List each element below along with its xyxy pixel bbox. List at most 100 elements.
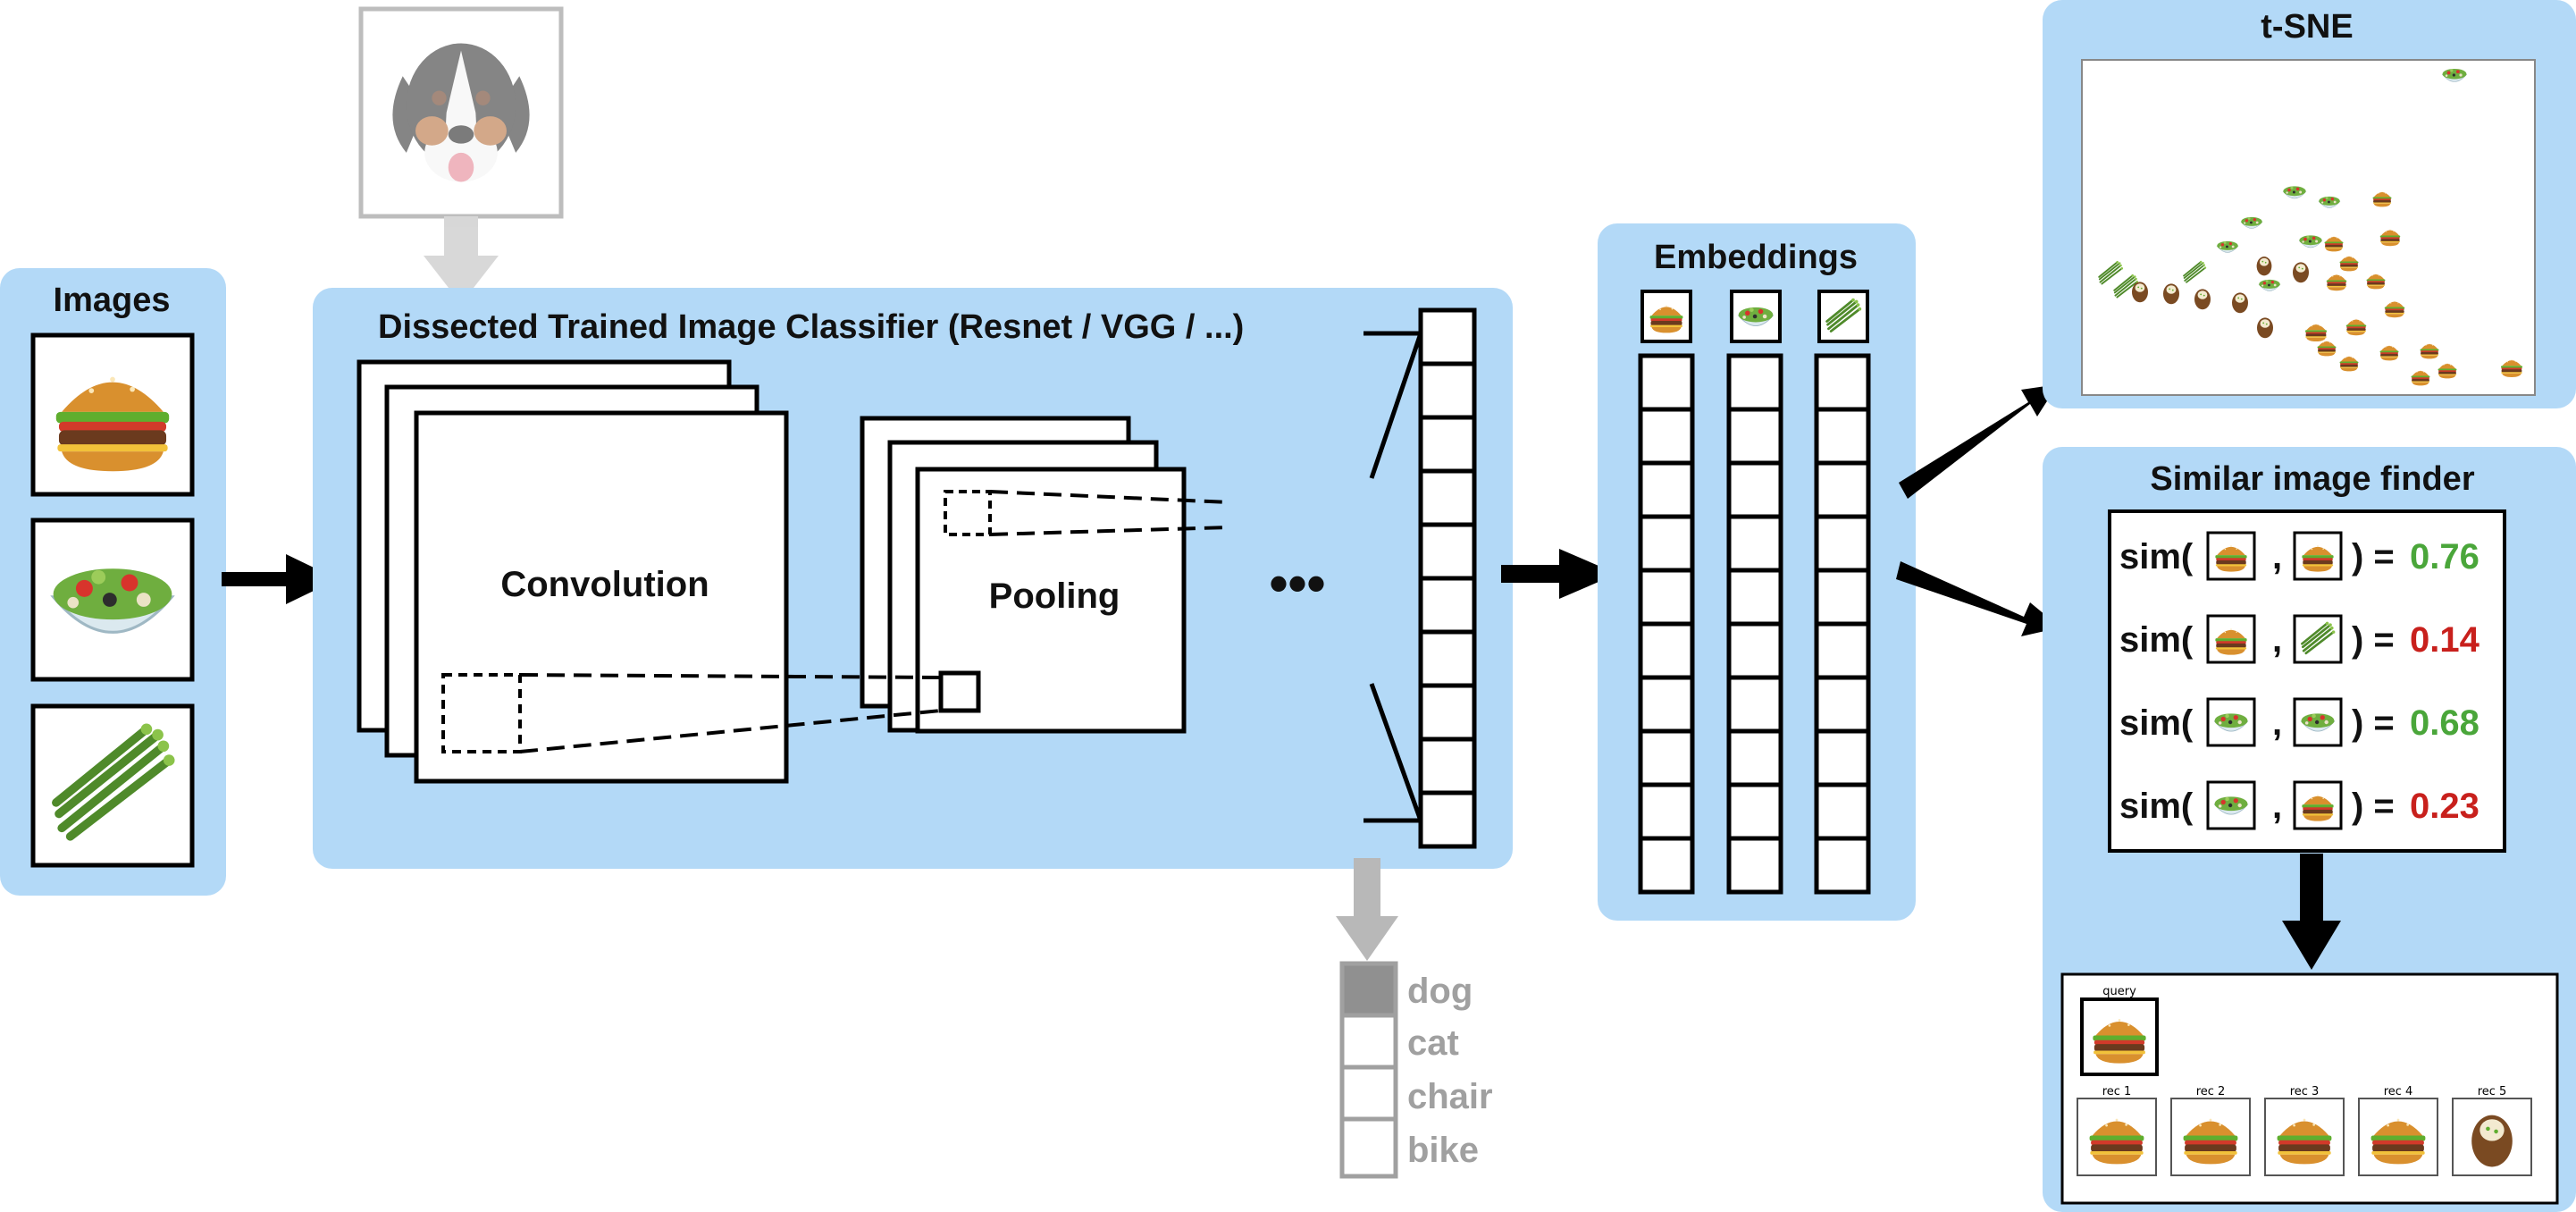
recommendation-item[interactable]: rec 4 xyxy=(2358,1085,2438,1176)
embedding-thumbnail xyxy=(1640,290,1692,343)
feature-vector xyxy=(1418,307,1477,849)
sim-suffix: ) = xyxy=(2352,703,2395,743)
embedding-cell xyxy=(1726,568,1783,627)
embedding-thumbnail xyxy=(1817,290,1869,343)
embedding-cell xyxy=(1726,675,1783,734)
image-thumbnail[interactable] xyxy=(30,703,195,868)
embedding-cell xyxy=(1814,568,1871,627)
sim-score: 0.68 xyxy=(2410,703,2480,743)
sim-suffix: ) = xyxy=(2352,537,2395,577)
pooling-window xyxy=(944,490,992,536)
arrow-images-to-classifier xyxy=(222,554,338,604)
embedding-cell xyxy=(1638,514,1695,573)
embedding-cell xyxy=(1638,728,1695,787)
conv-kernel-window xyxy=(441,673,522,753)
query-thumbnail[interactable] xyxy=(2080,997,2159,1076)
pooling-label: Pooling xyxy=(989,577,1120,616)
similar-finder-panel-title: Similar image finder xyxy=(2150,460,2474,498)
sim-score: 0.23 xyxy=(2410,787,2480,826)
embedding-cell xyxy=(1638,836,1695,895)
fc-connectors xyxy=(1364,331,1423,823)
ellipsis: ••• xyxy=(1269,553,1325,613)
arrow-to-tsne xyxy=(1899,384,2058,499)
rec-label: rec 4 xyxy=(2384,1085,2413,1098)
embedding-cell xyxy=(1726,782,1783,841)
tsne-panel-title: t-SNE xyxy=(2261,8,2353,46)
embedding-cell xyxy=(1814,836,1871,895)
vector-cell xyxy=(1418,629,1477,688)
pooling-layer: Pooling xyxy=(860,416,1187,734)
images-panel: Images xyxy=(0,268,226,896)
tsne-plot-area xyxy=(2081,59,2536,396)
convolution-layer: Convolution xyxy=(357,359,789,784)
embedding-cell xyxy=(1814,782,1871,841)
class-label: chair xyxy=(1407,1077,1493,1116)
embedding-vectors xyxy=(1638,353,1871,895)
vector-cell xyxy=(1418,468,1477,527)
tsne-panel: t-SNE xyxy=(2043,0,2576,408)
vector-cell xyxy=(1418,683,1477,742)
vector-cell xyxy=(1418,307,1477,366)
similarity-row: sim(, ) = 0.68 xyxy=(2119,697,2480,747)
embedding-cell xyxy=(1814,621,1871,680)
embedding-cell xyxy=(1814,514,1871,573)
embedding-cell xyxy=(1726,836,1783,895)
sim-prefix: sim( xyxy=(2119,537,2194,577)
embedding-cell xyxy=(1638,782,1695,841)
convolution-label: Convolution xyxy=(500,565,709,604)
recommendation-item[interactable]: rec 2 xyxy=(2170,1085,2251,1176)
projection-lines xyxy=(519,490,1229,753)
sim-separator: , xyxy=(2272,620,2282,660)
image-thumbnail[interactable] xyxy=(30,518,195,682)
sim-score: 0.14 xyxy=(2410,620,2480,660)
recommendation-item[interactable]: rec 5 xyxy=(2452,1085,2532,1176)
vector-cell xyxy=(1418,415,1477,474)
arrow-to-embeddings xyxy=(1501,549,1617,599)
arrow-example-down xyxy=(424,216,499,304)
embeddings-panel-title: Embeddings xyxy=(1654,239,1858,276)
sim-separator: , xyxy=(2272,537,2282,577)
tsne-point-potato-icon xyxy=(2293,262,2309,283)
tsne-point-potato-icon xyxy=(2163,283,2179,305)
class-label: bike xyxy=(1407,1131,1479,1170)
arrow-to-recommendations xyxy=(2282,854,2341,970)
query-label: query xyxy=(2102,985,2136,998)
sim-prefix: sim( xyxy=(2119,703,2194,743)
similarity-row: sim(,) =0.14 xyxy=(2119,614,2480,664)
similarity-row: sim(,) =0.23 xyxy=(2119,780,2480,830)
pooling-cell xyxy=(938,670,981,713)
class-label: cat xyxy=(1407,1023,1459,1063)
embedding-cell xyxy=(1726,460,1783,519)
vector-cell xyxy=(1418,736,1477,795)
embedding-cell xyxy=(1638,460,1695,519)
sim-prefix: sim( xyxy=(2119,620,2194,660)
classifier-panel-title: Dissected Trained Image Classifier (Resn… xyxy=(378,308,1244,346)
recommendation-list: rec 1 rec 2 rec 3 rec 4 rec 5 xyxy=(2077,1085,2532,1176)
rec-label: rec 3 xyxy=(2290,1085,2320,1098)
vector-cell xyxy=(1418,361,1477,420)
tsne-point-potato-icon xyxy=(2256,257,2272,276)
recommendation-item[interactable]: rec 1 xyxy=(2077,1085,2157,1176)
input-example xyxy=(358,6,564,304)
classifier-panel: Dissected Trained Image Classifier (Resn… xyxy=(313,288,1513,869)
embeddings-panel: Embeddings xyxy=(1598,223,1916,921)
embedding-cell xyxy=(1726,728,1783,787)
embedding-thumbnail xyxy=(1730,290,1782,343)
arrow-to-similar-finder xyxy=(1896,561,2060,636)
similarity-row: sim(, ) = 0.76 xyxy=(2119,531,2480,581)
image-thumbnail[interactable] xyxy=(30,332,195,497)
potato-icon xyxy=(2471,1115,2513,1167)
tsne-point-potato-icon xyxy=(2132,282,2148,303)
vector-cell xyxy=(1418,522,1477,581)
similar-finder-panel: Similar image finder sim(,) =0.76sim(,) … xyxy=(2043,447,2576,1212)
recommendation-item[interactable]: rec 3 xyxy=(2264,1085,2345,1176)
embedding-cell xyxy=(1726,353,1783,412)
vector-cell xyxy=(1418,576,1477,635)
class-cell xyxy=(1339,1065,1398,1122)
sim-separator: , xyxy=(2272,703,2282,743)
sim-score: 0.76 xyxy=(2410,537,2480,577)
class-label: dog xyxy=(1407,972,1473,1011)
embedding-cell xyxy=(1814,675,1871,734)
embedding-cell xyxy=(1726,514,1783,573)
rec-label: rec 2 xyxy=(2196,1085,2226,1098)
